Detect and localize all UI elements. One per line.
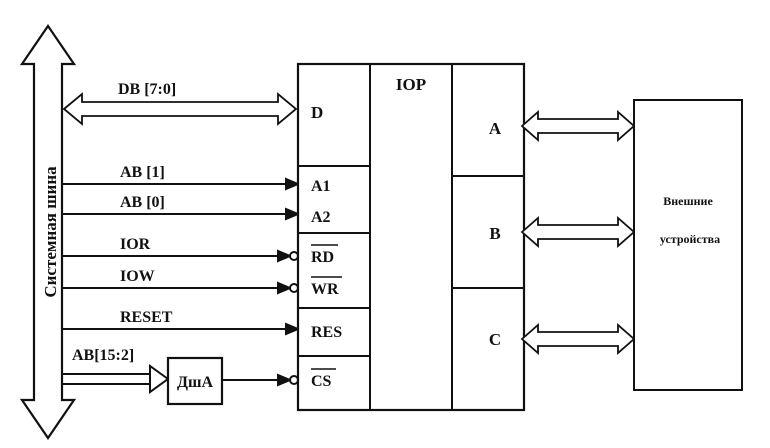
wr-inversion-circle (289, 283, 299, 293)
cs-inversion-circle (289, 375, 299, 385)
pin-rd-label: RD (311, 249, 334, 266)
pin-a2-label: A2 (311, 209, 331, 226)
system-bus-arrow (19, 24, 77, 440)
port-c-arrow (520, 323, 636, 355)
ior-arrowhead (277, 249, 293, 263)
reset-arrowhead (285, 322, 301, 336)
iop-chip-box (296, 62, 526, 412)
ab0-label: AB [0] (120, 194, 165, 211)
port-c-label: C (489, 330, 501, 349)
db-bus-arrow (62, 92, 298, 126)
external-devices-box (633, 99, 743, 391)
pin-cs-label: CS (311, 373, 332, 390)
db-label: DB [7:0] (118, 81, 176, 98)
ab0-arrowhead (285, 207, 301, 221)
port-b-label: B (489, 224, 500, 243)
system-bus-label: Системная шина (41, 166, 60, 298)
ab15-2-label: AB[15:2] (72, 347, 134, 364)
pin-a1-label: A1 (311, 178, 331, 195)
ior-label: IOR (120, 236, 151, 253)
decoder-box (166, 356, 224, 406)
external-devices-line2: устройства (660, 232, 720, 246)
iow-arrowhead (277, 281, 293, 295)
reset-label: RESET (120, 309, 173, 326)
port-a-label: A (489, 119, 502, 138)
chip-title: IOP (396, 75, 426, 94)
pin-res-label: RES (311, 324, 342, 341)
pin-d-label: D (311, 103, 323, 122)
iow-label: IOW (120, 268, 155, 285)
ab1-label: AB [1] (120, 164, 165, 181)
decoder-label: ДшА (177, 374, 214, 391)
cs-arrowhead (277, 373, 293, 387)
ab1-arrowhead (285, 177, 301, 191)
external-devices-line1: Внешние (663, 194, 713, 208)
port-a-arrow (520, 110, 636, 142)
rd-inversion-circle (289, 251, 299, 261)
port-b-arrow (520, 216, 636, 248)
ab15-2-arrowhead (149, 364, 170, 394)
pin-wr-label: WR (311, 281, 339, 298)
